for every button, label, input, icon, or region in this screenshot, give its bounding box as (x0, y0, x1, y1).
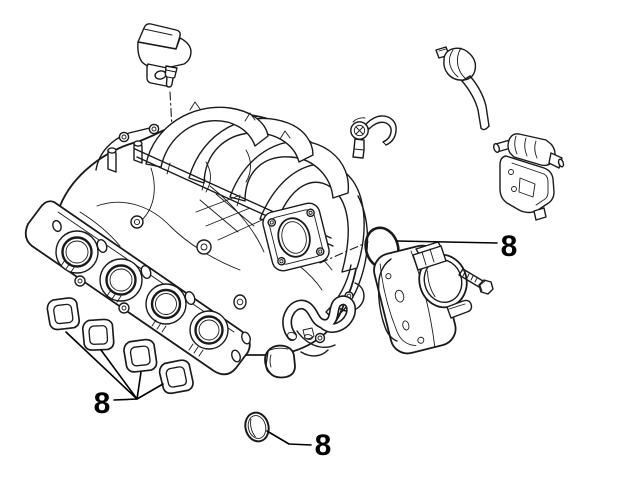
breather-hose (282, 295, 357, 341)
gasket-3 (120, 335, 161, 377)
callout-oring-label[interactable]: 8 (501, 230, 518, 263)
callout-gaskets[interactable]: 8 (65, 331, 164, 420)
callout-oring[interactable]: 8 (396, 230, 518, 263)
callout-seal[interactable]: 8 (266, 429, 332, 462)
gasket-2 (79, 315, 118, 355)
gasket-1 (43, 293, 84, 335)
mounting-bolt (458, 268, 494, 295)
throttle-body (373, 241, 473, 355)
rubber-elbow (264, 344, 296, 379)
purge-valve (492, 133, 565, 221)
sensor-alignment-line (169, 91, 173, 129)
vacuum-hose (435, 46, 490, 131)
callout-seal-label[interactable]: 8 (315, 429, 332, 462)
gasket-4 (155, 355, 198, 399)
callout-gaskets-label[interactable]: 8 (94, 387, 111, 420)
map-sensor (137, 23, 192, 88)
outlet-oval-seal (244, 411, 270, 443)
intake-manifold (24, 101, 369, 376)
retaining-clip (350, 115, 397, 159)
